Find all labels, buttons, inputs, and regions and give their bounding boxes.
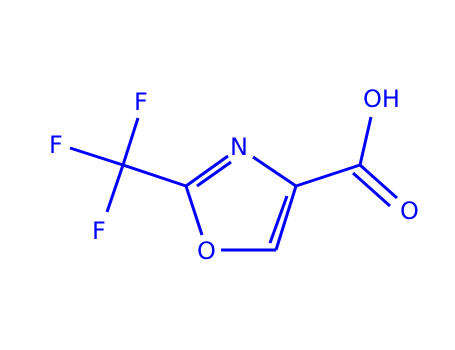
atom-o-ring: O xyxy=(197,237,216,265)
atom-f-left: F xyxy=(49,131,63,159)
bond-cf3-c2 xyxy=(122,163,187,188)
bond-cf3-f-top xyxy=(121,117,140,166)
atom-f-top: F xyxy=(134,88,148,116)
bond-ccooh-oh xyxy=(358,116,373,166)
atom-f-bottom: F xyxy=(92,217,106,245)
bond-o-c2 xyxy=(184,185,204,236)
bond-cf3-f-bottom xyxy=(105,164,125,213)
bond-c4-c5-inner xyxy=(268,195,289,244)
bond-c4-c5-outer xyxy=(274,185,298,251)
bond-c2-n-double-inner xyxy=(196,160,232,188)
bond-n-c4 xyxy=(252,155,297,188)
bond-c4-ccooh xyxy=(295,163,361,188)
bond-ccooh-o-double-b xyxy=(352,171,391,208)
atom-n: N xyxy=(230,133,248,161)
bond-c2-n-double-outer xyxy=(185,154,229,188)
bond-cf3-f-left xyxy=(69,146,124,167)
atom-o-carbonyl: O xyxy=(400,197,419,225)
atom-oh: OH xyxy=(363,85,400,113)
bond-ccooh-o-double-a xyxy=(359,163,398,200)
